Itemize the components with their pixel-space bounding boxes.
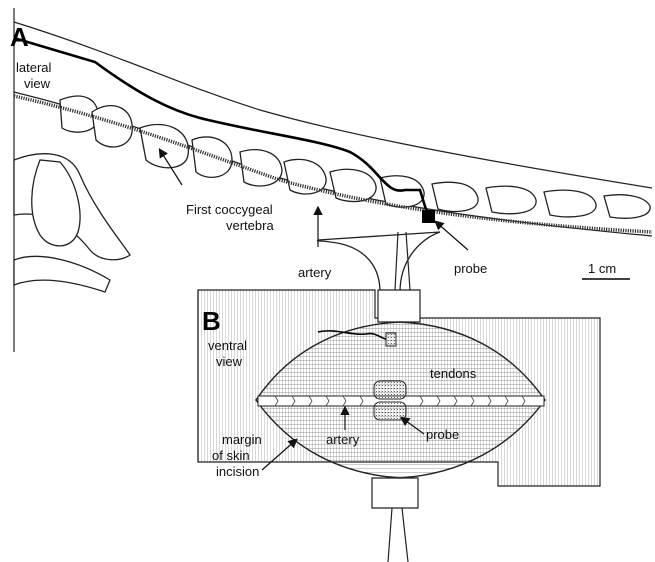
- probe-ventral-lower: [374, 402, 406, 420]
- lower-wire: [388, 508, 408, 562]
- artery-label-a: artery: [298, 265, 332, 280]
- vertebrae: [60, 96, 650, 218]
- ventral-view-label-1: ventral: [208, 338, 247, 353]
- panel-b: B ventral view tendons artery probe marg…: [198, 232, 600, 562]
- scale-label: 1 cm: [588, 261, 616, 276]
- probe-connector: [386, 333, 396, 346]
- panel-a-letter: A: [10, 22, 29, 52]
- margin-label-2: of skin: [212, 448, 250, 463]
- margin-label-1: margin: [222, 432, 262, 447]
- probe-label-b: probe: [426, 427, 459, 442]
- transition-shape: [318, 232, 441, 292]
- vertebra-label-2: vertebra: [226, 218, 274, 233]
- probe-lateral: [422, 210, 435, 223]
- arrow-probe-a: [436, 222, 468, 250]
- lateral-view-label-2: view: [24, 76, 51, 91]
- probe-label-a: probe: [454, 261, 487, 276]
- probe-ventral-upper: [374, 381, 406, 399]
- tendons-label: tendons: [430, 366, 477, 381]
- pelvis-bones: [14, 154, 130, 292]
- ventral-view-label-2: view: [216, 354, 243, 369]
- artery-label-b: artery: [326, 432, 360, 447]
- top-stub: [378, 290, 420, 322]
- vertebra-label-1: First coccygeal: [186, 202, 273, 217]
- bottom-stub: [372, 478, 418, 508]
- panel-b-letter: B: [202, 306, 221, 336]
- lateral-view-label-1: lateral: [16, 60, 52, 75]
- margin-label-3: incision: [216, 464, 259, 479]
